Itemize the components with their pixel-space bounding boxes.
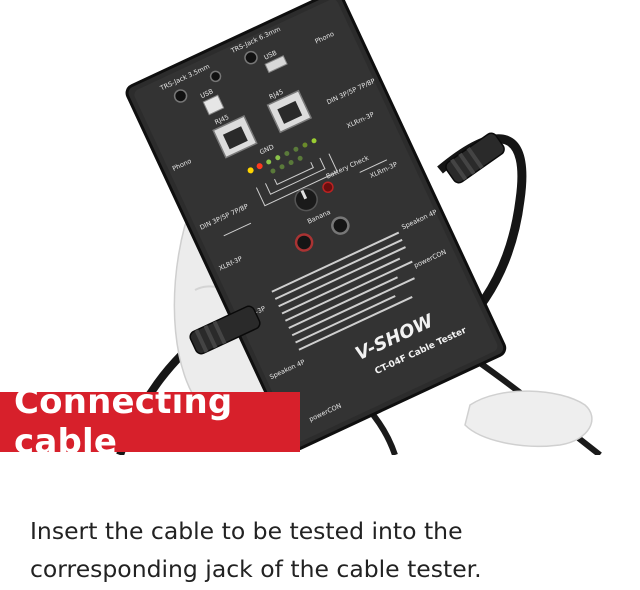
cable-tester-illustration: TRS-Jack 3.5mm TRS-Jack 6.3mm USB USB RJ… <box>116 0 602 455</box>
gloved-hand-right <box>464 390 593 448</box>
led-matrix <box>247 138 317 174</box>
screw-icon <box>209 70 222 83</box>
banana-jack-red <box>294 233 314 252</box>
trs-jack-3.5 <box>173 89 188 103</box>
product-photo: TRS-Jack 3.5mm TRS-Jack 6.3mm USB USB RJ… <box>116 0 602 455</box>
trs-jack-6.3 <box>244 50 258 65</box>
usb-b-port <box>202 94 225 116</box>
instructions-text-block <box>271 231 415 351</box>
xlr-connector-left <box>189 305 261 355</box>
banana-jack-black <box>331 216 350 235</box>
instruction-caption: Insert the cable to be tested into the c… <box>30 517 482 583</box>
step-banner: Connecting cable <box>0 382 300 462</box>
banner-title: Connecting cable <box>14 382 233 462</box>
selector-knob <box>294 187 318 212</box>
usb-a-port <box>264 55 288 74</box>
battery-check-jack <box>322 181 334 193</box>
xlr-connector-right <box>445 132 505 184</box>
